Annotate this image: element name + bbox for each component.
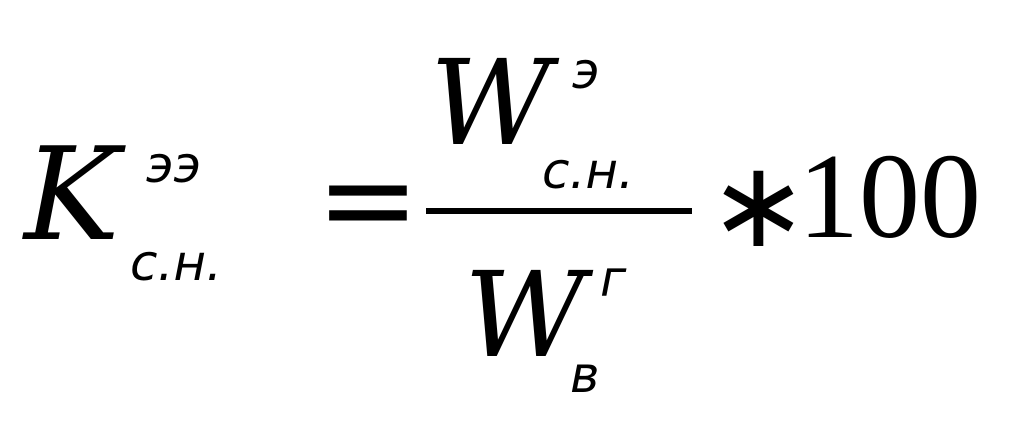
multiplier-value: 100 <box>798 129 981 264</box>
lhs-subscript: с.н. <box>130 234 222 292</box>
denominator-symbol: W <box>464 246 586 384</box>
numerator-superscript: э <box>572 42 600 100</box>
multiply-operator: ∗ <box>708 136 809 275</box>
lhs-symbol: K <box>24 121 120 270</box>
denominator-subscript: в <box>570 346 600 404</box>
denominator-superscript: г <box>600 250 627 308</box>
lhs-superscript: ээ <box>146 136 201 194</box>
numerator-subscript: с.н. <box>542 142 634 200</box>
numerator-symbol: W <box>430 34 552 172</box>
fraction-bar <box>426 208 692 214</box>
equals-sign: = <box>316 128 420 272</box>
